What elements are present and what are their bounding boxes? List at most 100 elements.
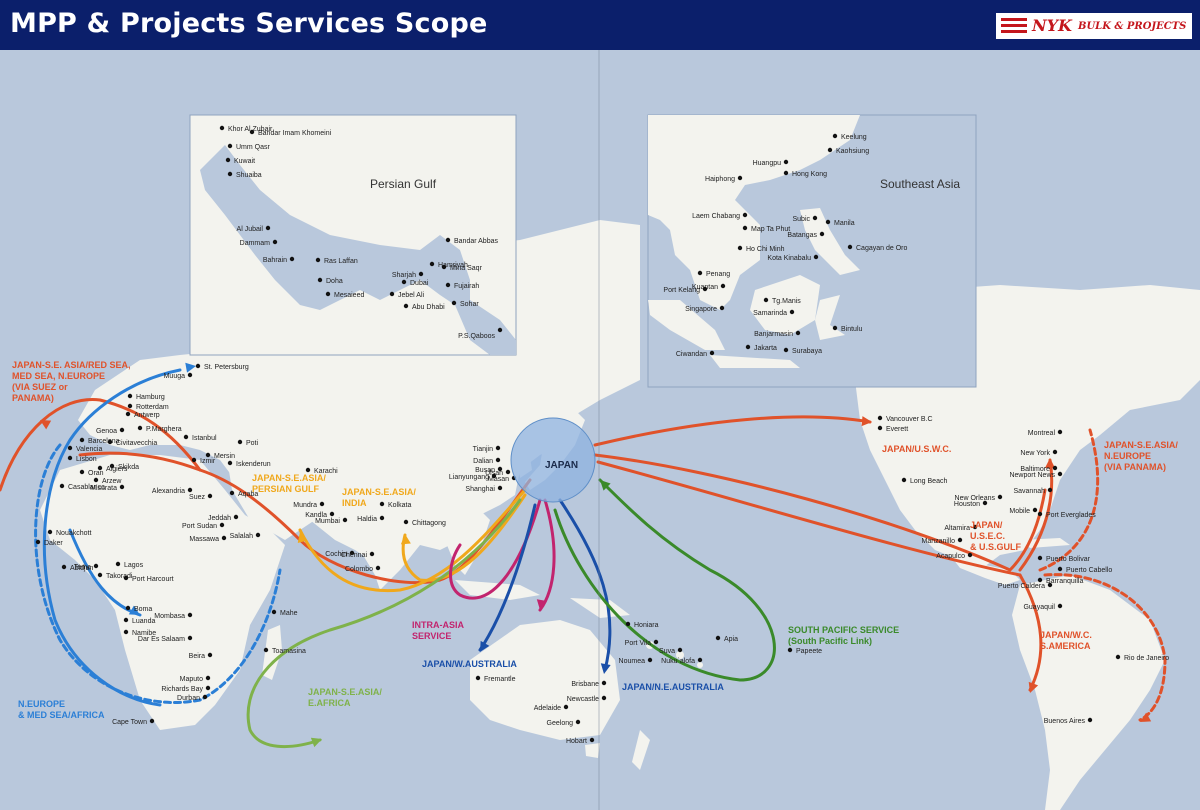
americas-port-11: Port Everglades <box>1037 511 1096 519</box>
americas-port-1: Everett <box>877 425 908 433</box>
americas-port-8: New Orleans <box>955 494 1003 502</box>
svg-text:Port Harcourt: Port Harcourt <box>132 576 174 583</box>
land-south-america <box>1012 575 1165 810</box>
land-madagascar <box>262 625 282 680</box>
svg-text:Arzew: Arzew <box>102 478 122 485</box>
europe_africa-port-45: Richards Bay <box>161 685 211 693</box>
brand-logo: NYK BULK & PROJECTS <box>996 13 1192 39</box>
inset-sea-sumatra <box>648 300 725 350</box>
svg-text:Mersin: Mersin <box>214 453 235 460</box>
pg-port-11: Hamriyah <box>429 261 468 269</box>
land-nz <box>632 730 650 770</box>
europe_africa-port-6: P.Marghera <box>137 425 182 433</box>
europe_africa-port-7: Barcelona <box>79 437 120 445</box>
pg-port-19: Bandar Abbas <box>445 237 498 245</box>
americas-port-4: New York <box>1020 449 1058 457</box>
svg-text:Shanghai: Shanghai <box>465 486 495 493</box>
svg-text:Suva: Suva <box>659 648 675 655</box>
brand-main: NYK <box>1032 16 1072 35</box>
land-tasmania <box>585 743 600 758</box>
svg-text:Mina Saqr: Mina Saqr <box>450 265 483 272</box>
americas-port-2: Long Beach <box>901 477 947 485</box>
asia-port-3: Mumbai <box>315 517 348 525</box>
svg-text:Penang: Penang <box>706 271 730 278</box>
inset-southeast-asia: Southeast Asia KeelungKaohsiungHuangpuHo… <box>647 114 977 388</box>
svg-text:Vancouver B.C: Vancouver B.C <box>886 416 933 423</box>
svg-text:Richards Bay: Richards Bay <box>161 686 203 693</box>
svg-text:P.S.Qaboos: P.S.Qaboos <box>458 333 495 340</box>
svg-text:Namibe: Namibe <box>132 630 156 637</box>
svg-text:(South Pacific Link): (South Pacific Link) <box>788 636 872 646</box>
asia-port-4: Kolkata <box>379 501 411 509</box>
europe_africa-port-31: Abidjan <box>61 564 93 572</box>
svg-text:Noumea: Noumea <box>619 658 646 665</box>
route-usec-2 <box>596 460 1022 577</box>
sea-port-6: Map Ta Phut <box>742 225 790 233</box>
americas-port-9: Houston <box>954 500 988 508</box>
route-rio <box>1043 573 1167 722</box>
svg-text:Nuku`alofa: Nuku`alofa <box>661 658 695 665</box>
svg-text:MED SEA, N.EUROPE: MED SEA, N.EUROPE <box>12 371 105 381</box>
svg-text:Daker: Daker <box>44 540 63 547</box>
pg-port-10: Mesaieed <box>325 291 364 299</box>
americas-port-18: Puerto Caldera <box>998 582 1053 590</box>
route-label-7: JAPAN-S.E.ASIA/E.AFRICA <box>308 687 382 708</box>
sea-port-0: Keelung <box>832 133 867 141</box>
pg-port-16: Mina Saqr <box>441 264 483 272</box>
europe_africa-port-36: Boma <box>125 605 152 613</box>
svg-text:Umm Qasr: Umm Qasr <box>236 144 271 151</box>
svg-text:Mobile: Mobile <box>1009 508 1030 515</box>
europe_africa-port-28: Salalah <box>230 532 261 540</box>
europe_africa-port-4: Antwerp <box>125 411 160 419</box>
inset-sea-land-main <box>648 115 860 310</box>
svg-text:JAPAN-S.E.ASIA/: JAPAN-S.E.ASIA/ <box>252 473 326 483</box>
svg-text:Keelung: Keelung <box>841 134 867 141</box>
svg-text:Brisbane: Brisbane <box>571 681 599 688</box>
arrow-africa-e <box>128 605 140 615</box>
svg-text:Kolkata: Kolkata <box>388 502 411 509</box>
svg-text:Hobart: Hobart <box>566 738 587 745</box>
sea-port-9: Manila <box>825 219 855 227</box>
americas-port-20: Rio de Janeiro <box>1115 654 1169 662</box>
europe_africa-port-37: Luanda <box>123 617 155 625</box>
svg-text:Mundra: Mundra <box>293 502 317 509</box>
svg-text:JAPAN/U.S.W.C.: JAPAN/U.S.W.C. <box>882 444 951 454</box>
svg-text:Puerto Cabello: Puerto Cabello <box>1066 567 1112 574</box>
svg-text:Ho Chi Minh: Ho Chi Minh <box>746 246 785 253</box>
route-japan-europe-2 <box>0 398 202 492</box>
route-via-panama <box>1038 428 1100 572</box>
europe_africa-port-1: Muuga <box>164 372 193 380</box>
europe_africa-port-20: Iskenderun <box>227 460 271 468</box>
route-label-11: JAPAN-S.E.ASIA/N.EUROPE(VIA PANAMA) <box>1104 440 1178 472</box>
europe_africa-port-46: Durban <box>177 694 208 702</box>
arrow-india <box>400 534 411 545</box>
oceania-port-1: Port Vila <box>625 639 659 647</box>
svg-text:Puerto Caldera: Puerto Caldera <box>998 583 1045 590</box>
pg-port-0: Khor Al Zubair <box>219 125 273 133</box>
europe_africa-port-27: Massawa <box>189 535 227 543</box>
svg-text:S.AMERICA: S.AMERICA <box>1040 641 1091 651</box>
sea-port-19: Bintulu <box>832 325 863 333</box>
svg-text:Colombo: Colombo <box>345 566 373 573</box>
route-label-1: JAPAN-S.E.ASIA/PERSIAN GULF <box>252 473 326 494</box>
svg-text:Valencia: Valencia <box>76 446 102 453</box>
svg-text:Sharjah: Sharjah <box>392 272 416 279</box>
svg-text:Haldia: Haldia <box>357 516 377 523</box>
europe_africa-port-25: Port Sudan <box>182 522 225 530</box>
svg-text:Cape Town: Cape Town <box>112 719 147 726</box>
route-sam-wc <box>1018 573 1043 692</box>
svg-text:Long Beach: Long Beach <box>910 478 947 485</box>
europe_africa-port-13: Algiers <box>97 465 128 473</box>
svg-text:(VIA PANAMA): (VIA PANAMA) <box>1104 462 1166 472</box>
pg-port-6: Dammam <box>240 239 278 247</box>
svg-text:JAPAN/: JAPAN/ <box>970 520 1003 530</box>
pg-port-1: Bandar Imam Khomeini <box>249 129 332 137</box>
svg-text:Dubai: Dubai <box>410 280 429 287</box>
svg-text:N.EUROPE: N.EUROPE <box>1104 451 1151 461</box>
europe_africa-port-44: Maputo <box>180 675 211 683</box>
svg-text:Bintulu: Bintulu <box>841 326 863 333</box>
svg-text:Guayaquil: Guayaquil <box>1023 604 1055 611</box>
oceania-port-9: Newcastle <box>567 695 607 703</box>
